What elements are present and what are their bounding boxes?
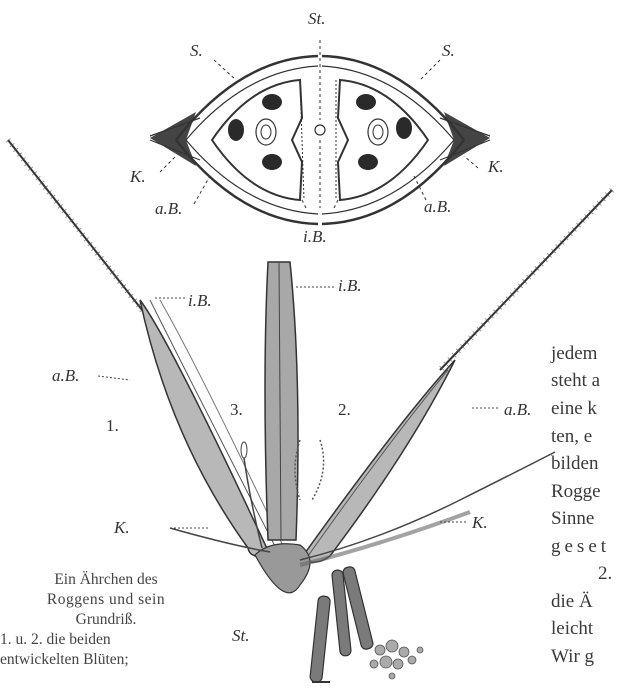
caption-line-3: Grundriß. [0,610,212,630]
body-line-6: Rogge [551,478,601,506]
body-line-3: eine k [551,395,597,423]
label-num-3: 3. [230,401,243,418]
body-line-2: steht a [551,367,600,395]
body-line-5: bilden [551,450,599,478]
label-ib-main: i.B. [338,277,362,294]
label-ab-right-top: a.B. [424,198,451,215]
caption-line-1: Ein Ährchen des [0,570,212,590]
label-st-top: St. [308,10,325,27]
body-line-8: geset [551,533,610,561]
label-k-right-top: K. [488,158,504,175]
label-num-1: 1. [106,417,119,434]
body-line-11: leicht [551,615,593,643]
label-k-left: K. [114,519,130,536]
label-s-right: S. [442,42,455,59]
body-line-9: 2. [598,560,612,588]
label-ab-right: a.B. [504,401,531,418]
body-line-4: ten, e [551,423,592,451]
label-s-left: S. [190,42,203,59]
caption-line-4: 1. u. 2. die beiden [0,630,212,650]
body-line-1: jedem [551,340,597,368]
body-line-12: Wir g [551,643,594,671]
label-ab-left-top: a.B. [155,200,182,217]
caption-line-2: Roggens und sein [0,590,212,610]
body-line-7: Sinne [551,505,594,533]
label-ib-top: i.B. [303,228,327,245]
label-num-2: 2. [338,401,351,418]
body-line-10: die Ä [551,588,593,616]
label-k-left-top: K. [130,168,146,185]
label-ib-left: i.B. [188,292,212,309]
caption-line-5: entwickelten Blüten; [0,650,212,670]
label-st-bottom: St. [232,627,249,644]
label-ab-left: a.B. [52,367,79,384]
figure-caption: Ein Ährchen des Roggens und sein Grundri… [0,570,212,670]
label-k-right: K. [472,514,488,531]
